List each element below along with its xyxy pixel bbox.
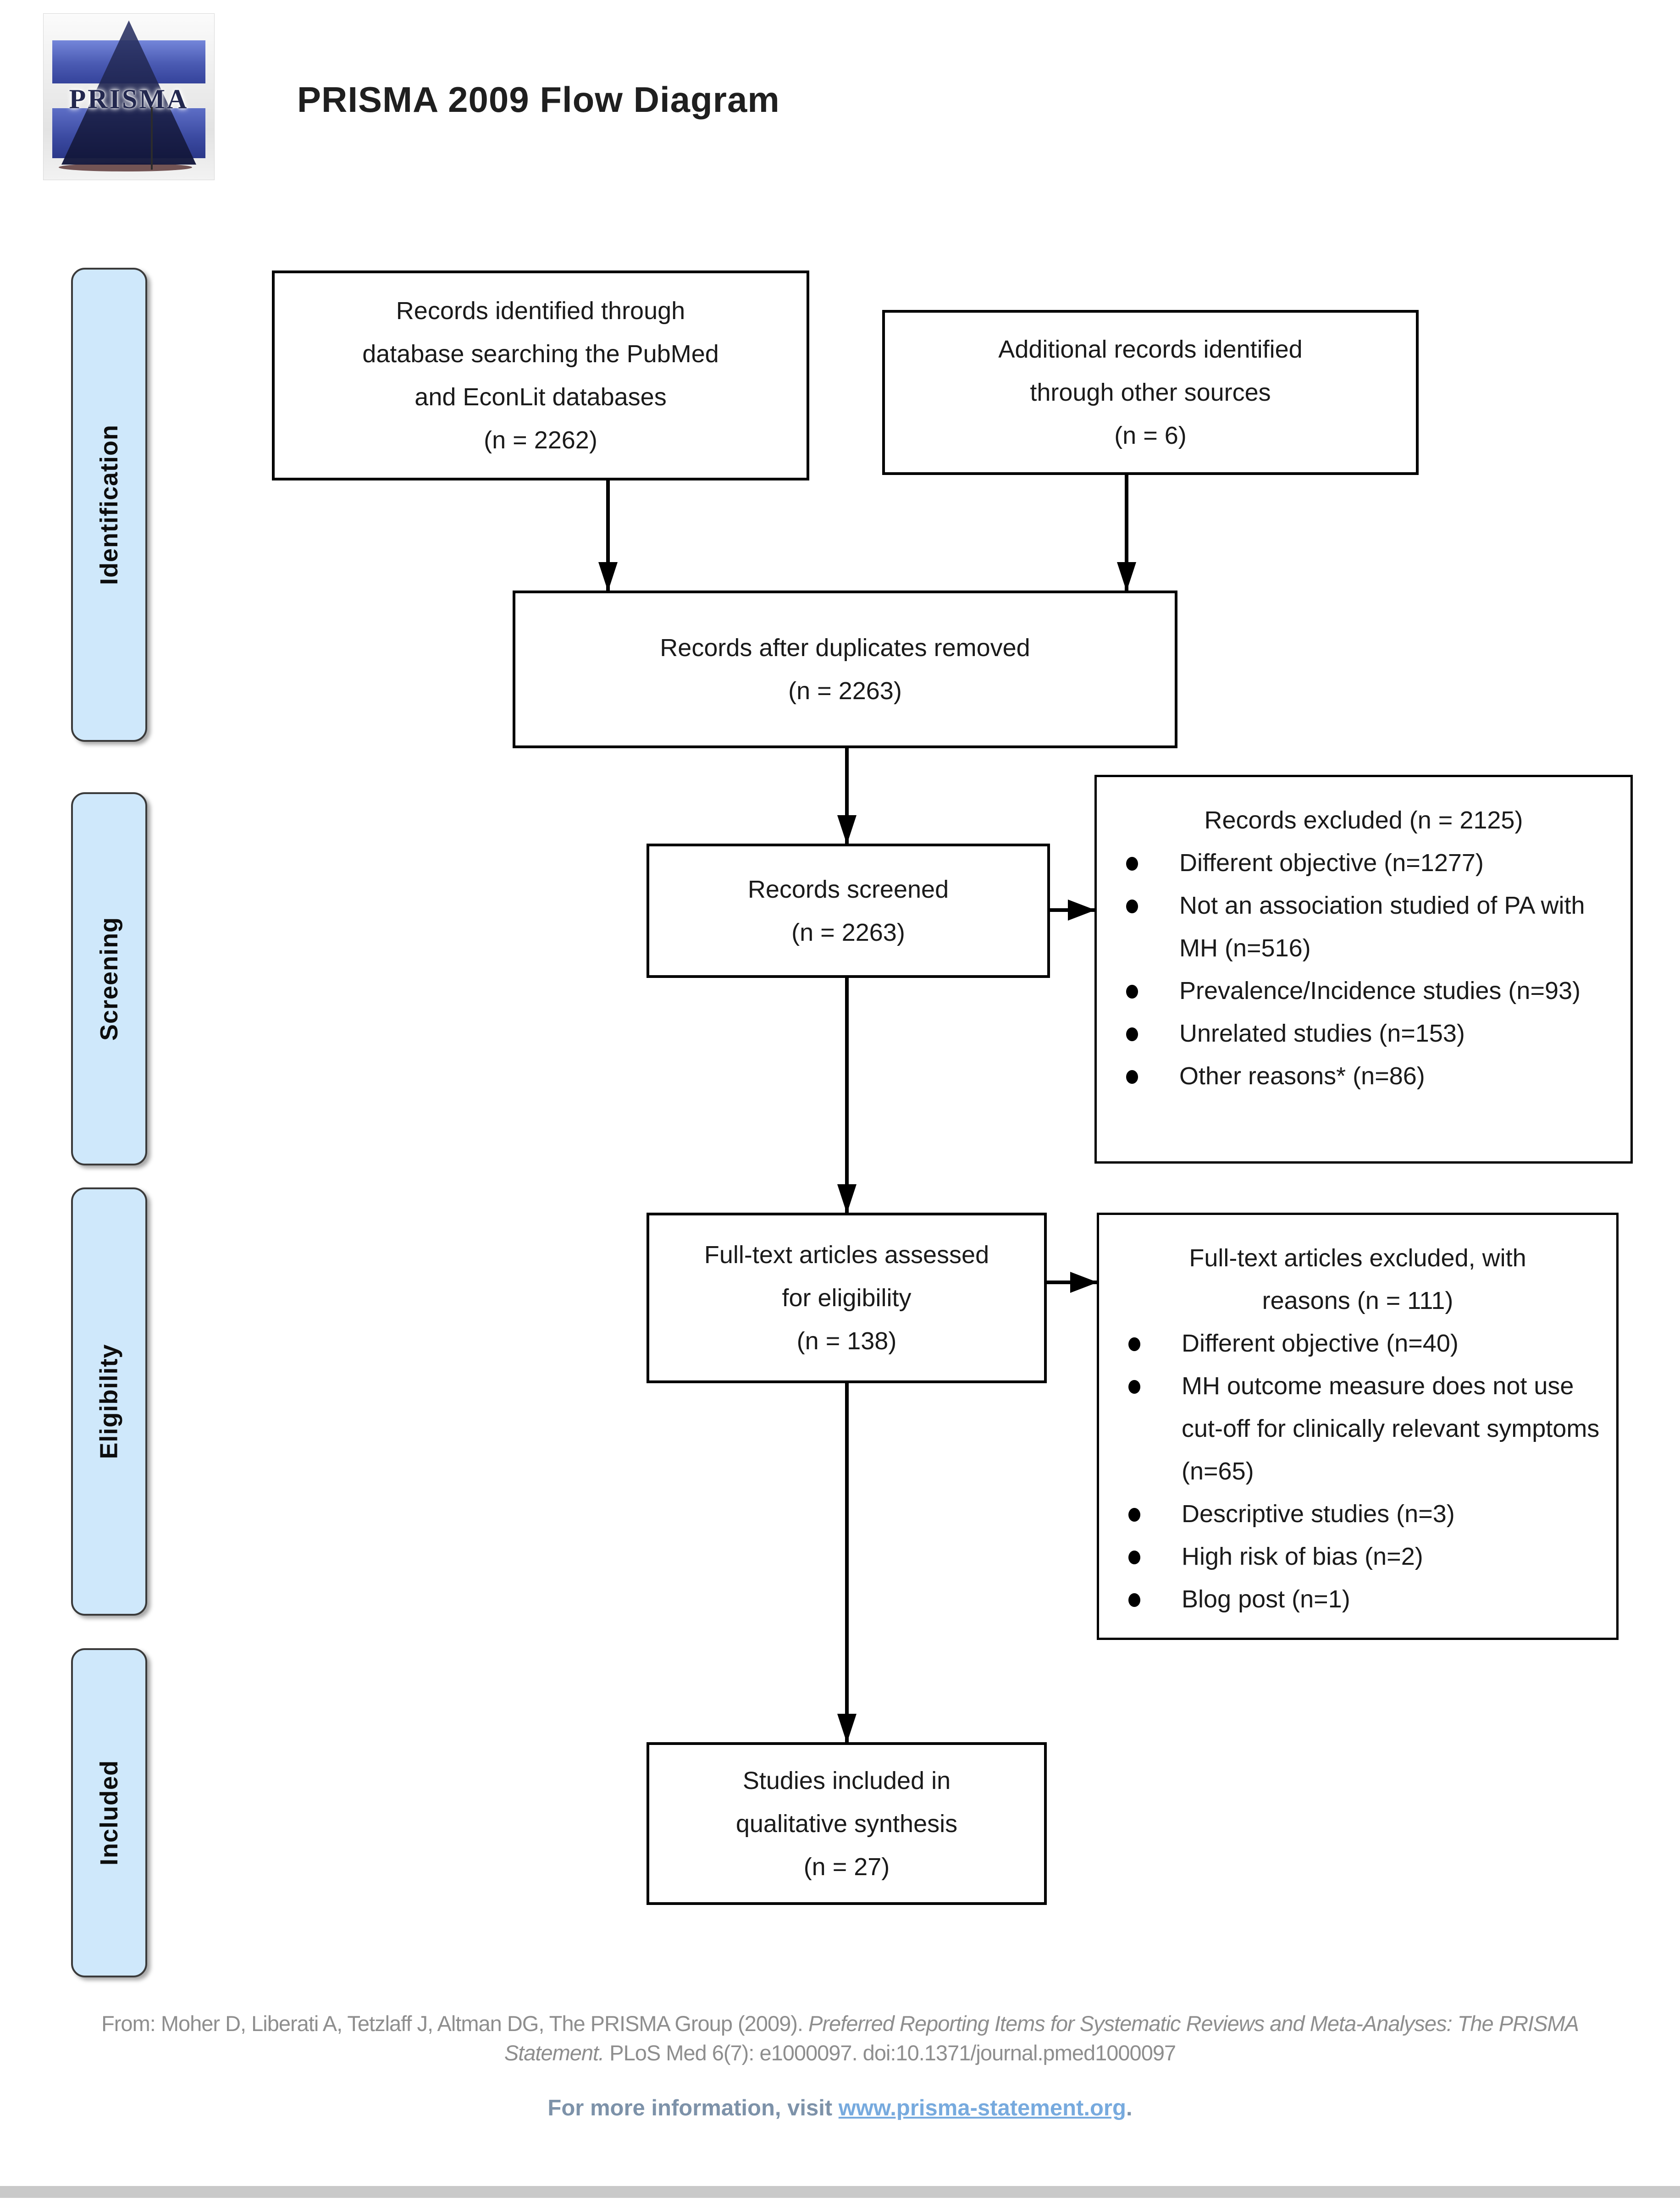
box-text-line: Studies included in — [742, 1766, 951, 1794]
logo-base-shadow — [59, 163, 192, 171]
arrowhead-right-icon — [1070, 1272, 1098, 1293]
box-text-line: Records identified through — [396, 297, 685, 325]
box-records-excluded: Records excluded (n = 2125) Different ob… — [1094, 775, 1633, 1164]
arrowhead-down-icon — [837, 1184, 857, 1214]
logo-needle-line — [151, 106, 153, 170]
exclusion-reason-item: MH outcome measure does not use cut-off … — [1099, 1365, 1616, 1493]
box-text-line: (n = 138) — [796, 1327, 897, 1355]
box-text-line: for eligibility — [782, 1284, 912, 1312]
box-additional-records: Additional records identified through ot… — [882, 310, 1419, 475]
exclusion-reason-item: Prevalence/Incidence studies (n=93) — [1097, 970, 1630, 1012]
arrow-fulltext-to-excluded — [1047, 1272, 1098, 1293]
box-text-line: qualitative synthesis — [735, 1810, 958, 1838]
arrow-identified-to-dedup — [598, 480, 618, 591]
exclusion-reasons-list: Different objective (n=40) MH outcome me… — [1099, 1322, 1616, 1621]
arrow-dedup-to-screened — [837, 748, 857, 845]
arrowhead-down-icon — [837, 815, 857, 845]
stage-label: Eligibility — [95, 1344, 123, 1459]
box-text-line: (n = 2263) — [791, 918, 905, 946]
box-text-line: (n = 6) — [1114, 422, 1187, 449]
box-text-line: (n = 2262) — [484, 426, 597, 454]
arrowhead-right-icon — [1068, 900, 1095, 921]
box-text-line: Records after duplicates removed — [660, 634, 1030, 662]
stage-label: Included — [95, 1760, 123, 1866]
more-info-line: For more information, visit www.prisma-s… — [61, 2095, 1619, 2121]
more-info-period: . — [1126, 2096, 1133, 2120]
exclusion-reason-item: Different objective (n=40) — [1099, 1322, 1616, 1365]
box-fulltext-assessed: Full-text articles assessed for eligibil… — [647, 1213, 1047, 1383]
box-text-line: database searching the PubMed — [362, 340, 719, 368]
exclusion-reason-item: Descriptive studies (n=3) — [1099, 1493, 1616, 1535]
arrow-fulltext-to-included — [837, 1383, 857, 1743]
stage-label: Identification — [95, 425, 123, 585]
arrow-additional-to-dedup — [1117, 475, 1136, 591]
box-text-line: (n = 27) — [803, 1853, 890, 1881]
prisma-logo: PRISMA — [44, 14, 214, 180]
more-info-text: For more information, visit — [547, 2096, 839, 2120]
stage-band-screening: Screening — [71, 792, 147, 1165]
exclusion-reason-item: Different objective (n=1277) — [1097, 842, 1630, 884]
box-text-line: Full-text articles assessed — [704, 1241, 989, 1269]
citation-prefix: From: Moher D, Liberati A, Tetzlaff J, A… — [101, 2011, 808, 2036]
stage-label: Screening — [95, 916, 123, 1041]
box-text-line: Records screened — [747, 875, 949, 903]
stage-band-eligibility: Eligibility — [71, 1187, 147, 1616]
prisma-statement-link[interactable]: www.prisma-statement.org — [838, 2096, 1126, 2120]
box-fulltext-excluded: Full-text articles excluded, with reason… — [1097, 1213, 1619, 1640]
exclusion-reason-item: High risk of bias (n=2) — [1099, 1535, 1616, 1578]
exclusion-reason-item: Blog post (n=1) — [1099, 1578, 1616, 1621]
box-text-line: through other sources — [1030, 379, 1271, 406]
bottom-divider-bar — [0, 2186, 1680, 2198]
arrowhead-down-icon — [837, 1714, 857, 1743]
stage-band-identification: Identification — [71, 268, 147, 742]
box-records-identified: Records identified through database sear… — [272, 270, 809, 480]
arrowhead-down-icon — [598, 562, 618, 591]
citation-title: Preferred Reporting Items for Systematic… — [504, 2011, 1579, 2065]
arrowhead-down-icon — [1117, 562, 1136, 591]
stage-band-included: Included — [71, 1648, 147, 1977]
box-studies-included: Studies included in qualitative synthesi… — [647, 1742, 1047, 1905]
arrow-screened-to-excluded — [1050, 900, 1095, 921]
citation-suffix: PLoS Med 6(7): e1000097. doi:10.1371/jou… — [609, 2041, 1176, 2065]
box-text-line: (n = 2263) — [788, 677, 902, 705]
page-title: PRISMA 2009 Flow Diagram — [297, 79, 780, 120]
exclusion-title: Full-text articles excluded, with reason… — [1189, 1244, 1526, 1314]
box-text-line: Additional records identified — [998, 336, 1303, 363]
exclusion-reason-item: Not an association studied of PA with MH… — [1097, 884, 1630, 970]
box-text-line: and EconLit databases — [414, 383, 667, 411]
exclusion-reason-item: Other reasons* (n=86) — [1097, 1055, 1630, 1098]
arrow-screened-to-fulltext — [837, 978, 857, 1214]
exclusion-reasons-list: Different objective (n=1277) Not an asso… — [1097, 842, 1630, 1098]
box-duplicates-removed: Records after duplicates removed (n = 22… — [513, 591, 1177, 748]
exclusion-reason-item: Unrelated studies (n=153) — [1097, 1012, 1630, 1055]
citation-text: From: Moher D, Liberati A, Tetzlaff J, A… — [61, 2009, 1619, 2068]
box-records-screened: Records screened (n = 2263) — [647, 844, 1050, 978]
exclusion-title: Records excluded (n = 2125) — [1204, 806, 1523, 834]
logo-wordmark: PRISMA — [69, 84, 189, 115]
